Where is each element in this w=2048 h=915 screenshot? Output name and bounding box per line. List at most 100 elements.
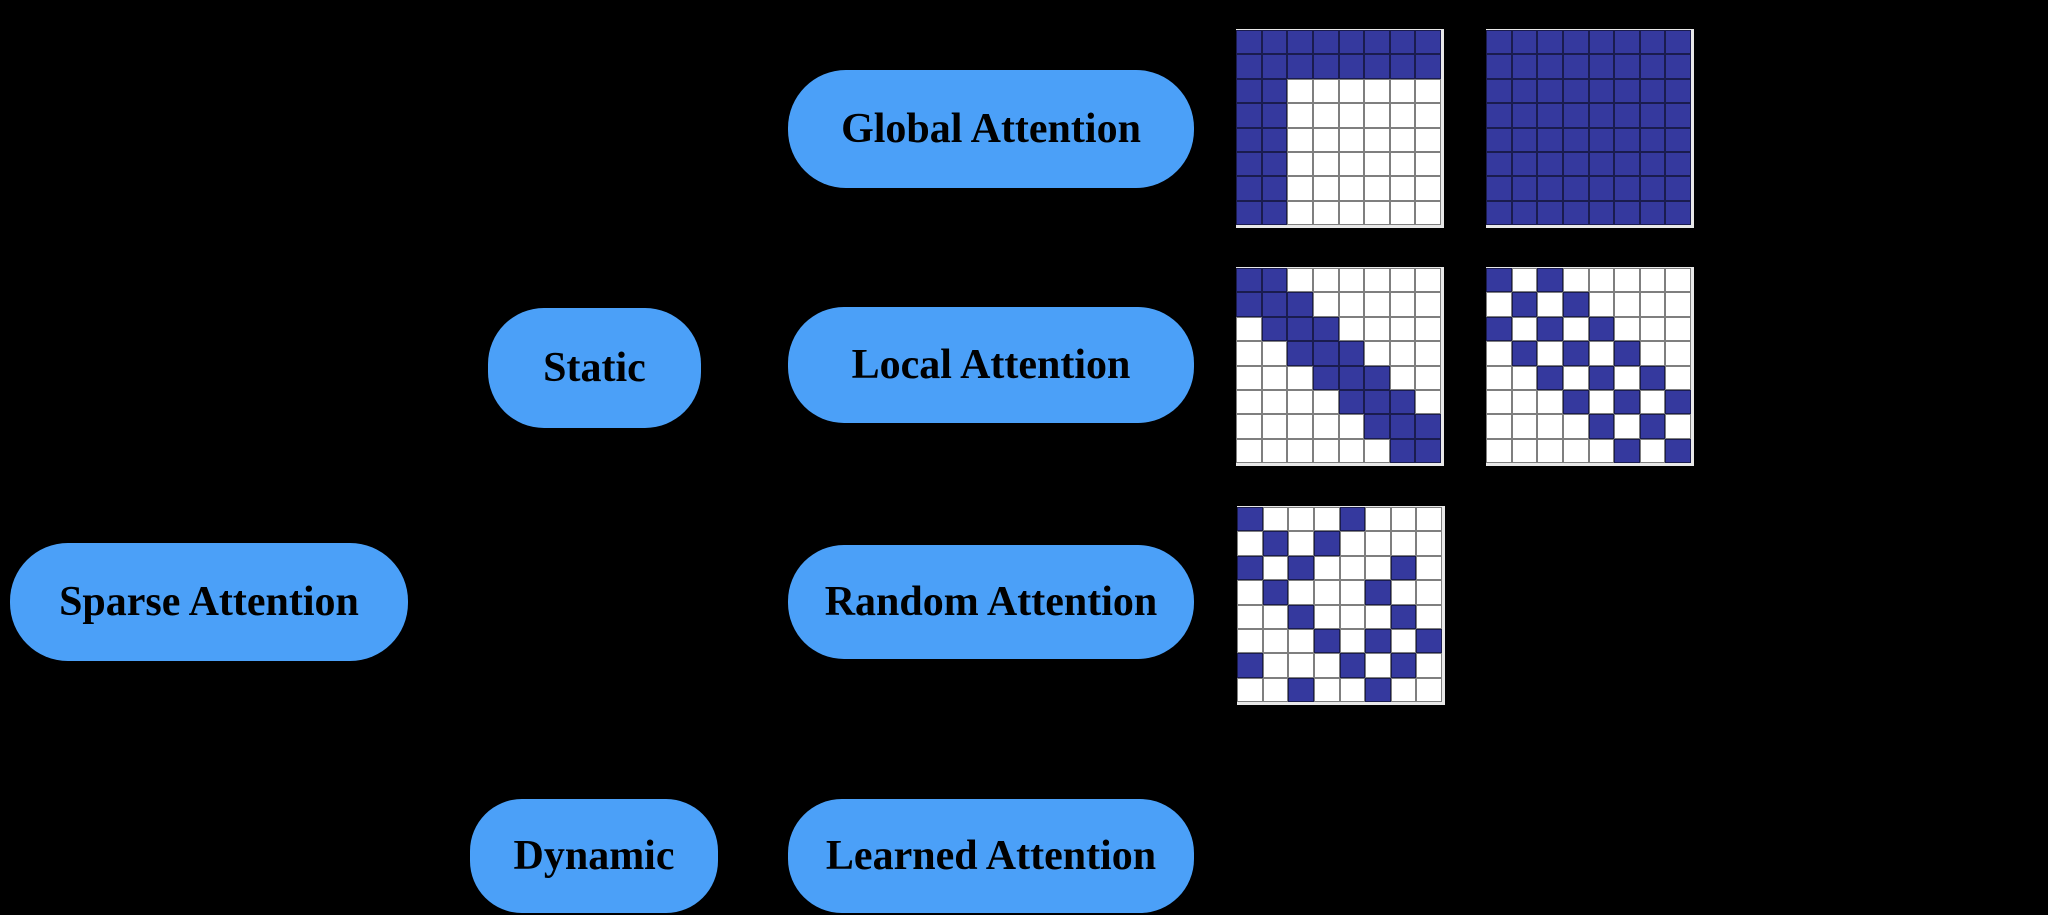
matrix-cell bbox=[1364, 176, 1390, 201]
matrix-cell bbox=[1261, 316, 1288, 342]
matrix-cell bbox=[1415, 200, 1441, 225]
matrix-cell bbox=[1416, 555, 1442, 581]
matrix-cell bbox=[1365, 628, 1391, 654]
matrix-cell bbox=[1486, 292, 1512, 317]
matrix-cell bbox=[1511, 200, 1538, 225]
matrix-cell bbox=[1287, 389, 1313, 415]
matrix-cell bbox=[1511, 438, 1538, 463]
matrix-cell bbox=[1614, 438, 1640, 463]
matrix-cell bbox=[1364, 127, 1390, 152]
matrix-cell bbox=[1614, 316, 1640, 342]
matrix-cell bbox=[1390, 507, 1417, 532]
matrix-cell bbox=[1639, 176, 1666, 201]
matrix-cell bbox=[1236, 78, 1262, 104]
matrix-cell bbox=[1665, 268, 1691, 293]
matrix-cell bbox=[1389, 438, 1416, 463]
matrix-cell bbox=[1338, 414, 1365, 439]
matrix-cell bbox=[1588, 127, 1615, 152]
matrix-cell bbox=[1639, 438, 1666, 463]
matrix-cell bbox=[1511, 78, 1538, 104]
node-dynamic: Dynamic bbox=[470, 799, 718, 913]
matrix-cell bbox=[1313, 580, 1340, 605]
matrix-cell bbox=[1364, 292, 1390, 317]
matrix-cell bbox=[1390, 677, 1417, 702]
matrix-cell bbox=[1562, 78, 1589, 104]
matrix-cell bbox=[1339, 677, 1366, 702]
matrix-cell bbox=[1261, 78, 1288, 104]
matrix-cell bbox=[1236, 54, 1262, 79]
matrix-cell bbox=[1312, 78, 1339, 104]
matrix-cell bbox=[1537, 438, 1563, 463]
matrix-cell bbox=[1588, 54, 1615, 79]
matrix-cell bbox=[1665, 54, 1691, 79]
matrix-cell bbox=[1537, 316, 1563, 342]
matrix-cell bbox=[1614, 200, 1640, 225]
matrix-cell bbox=[1287, 54, 1313, 79]
matrix-cell bbox=[1415, 54, 1441, 79]
matrix-cell bbox=[1236, 200, 1262, 225]
matrix-cell bbox=[1639, 292, 1666, 317]
matrix-cell bbox=[1236, 438, 1262, 463]
matrix-cell bbox=[1365, 507, 1391, 532]
matrix-cell bbox=[1365, 531, 1391, 556]
matrix-cell bbox=[1338, 341, 1365, 366]
matrix-cell bbox=[1312, 316, 1339, 342]
node-learned-attention-label: Learned Attention bbox=[825, 833, 1157, 879]
matrix-cell bbox=[1486, 78, 1512, 104]
matrix-cell bbox=[1287, 316, 1313, 342]
matrix-cell bbox=[1486, 30, 1512, 55]
matrix-cell bbox=[1665, 200, 1691, 225]
matrix-cell bbox=[1312, 176, 1339, 201]
matrix-cell bbox=[1287, 127, 1313, 152]
matrix-cell bbox=[1562, 389, 1589, 415]
matrix-cell bbox=[1415, 414, 1441, 439]
matrix-cell bbox=[1511, 365, 1538, 390]
matrix-cell bbox=[1588, 268, 1615, 293]
matrix-cell bbox=[1665, 414, 1691, 439]
matrix-cell bbox=[1511, 341, 1538, 366]
matrix-cell bbox=[1588, 414, 1615, 439]
matrix-cell bbox=[1665, 127, 1691, 152]
matrix-cell bbox=[1287, 151, 1313, 177]
matrix-cell bbox=[1389, 292, 1416, 317]
matrix-cell bbox=[1416, 531, 1442, 556]
matrix-cell bbox=[1562, 341, 1589, 366]
matrix-cell bbox=[1338, 176, 1365, 201]
matrix-cell bbox=[1287, 292, 1313, 317]
matrix-cell bbox=[1389, 316, 1416, 342]
matrix-cell bbox=[1562, 414, 1589, 439]
matrix-cell bbox=[1639, 316, 1666, 342]
matrix-cell bbox=[1288, 604, 1314, 629]
matrix-cell bbox=[1665, 292, 1691, 317]
matrix-cell bbox=[1236, 365, 1262, 390]
matrix-cell bbox=[1261, 127, 1288, 152]
matrix-cell bbox=[1288, 628, 1314, 654]
matrix-cell bbox=[1261, 389, 1288, 415]
matrix-cell bbox=[1416, 507, 1442, 532]
matrix-cell bbox=[1511, 30, 1538, 55]
matrix-cell bbox=[1486, 176, 1512, 201]
global-token-attention-matrix bbox=[1236, 29, 1444, 228]
matrix-cell bbox=[1261, 292, 1288, 317]
matrix-cell bbox=[1511, 151, 1538, 177]
matrix-cell bbox=[1312, 438, 1339, 463]
matrix-cell bbox=[1338, 127, 1365, 152]
matrix-cell bbox=[1237, 580, 1263, 605]
matrix-cell bbox=[1511, 268, 1538, 293]
matrix-cell bbox=[1562, 200, 1589, 225]
matrix-cell bbox=[1511, 103, 1538, 128]
node-local-attention-label: Local Attention bbox=[851, 342, 1131, 388]
matrix-cell bbox=[1486, 414, 1512, 439]
matrix-cell bbox=[1537, 30, 1563, 55]
matrix-cell bbox=[1261, 54, 1288, 79]
matrix-cell bbox=[1237, 555, 1263, 581]
matrix-cell bbox=[1364, 341, 1390, 366]
matrix-cell bbox=[1236, 268, 1262, 293]
matrix-cell bbox=[1338, 54, 1365, 79]
matrix-cell bbox=[1287, 268, 1313, 293]
matrix-cell bbox=[1390, 531, 1417, 556]
matrix-cell bbox=[1416, 580, 1442, 605]
matrix-cell bbox=[1262, 555, 1289, 581]
matrix-cell bbox=[1287, 78, 1313, 104]
